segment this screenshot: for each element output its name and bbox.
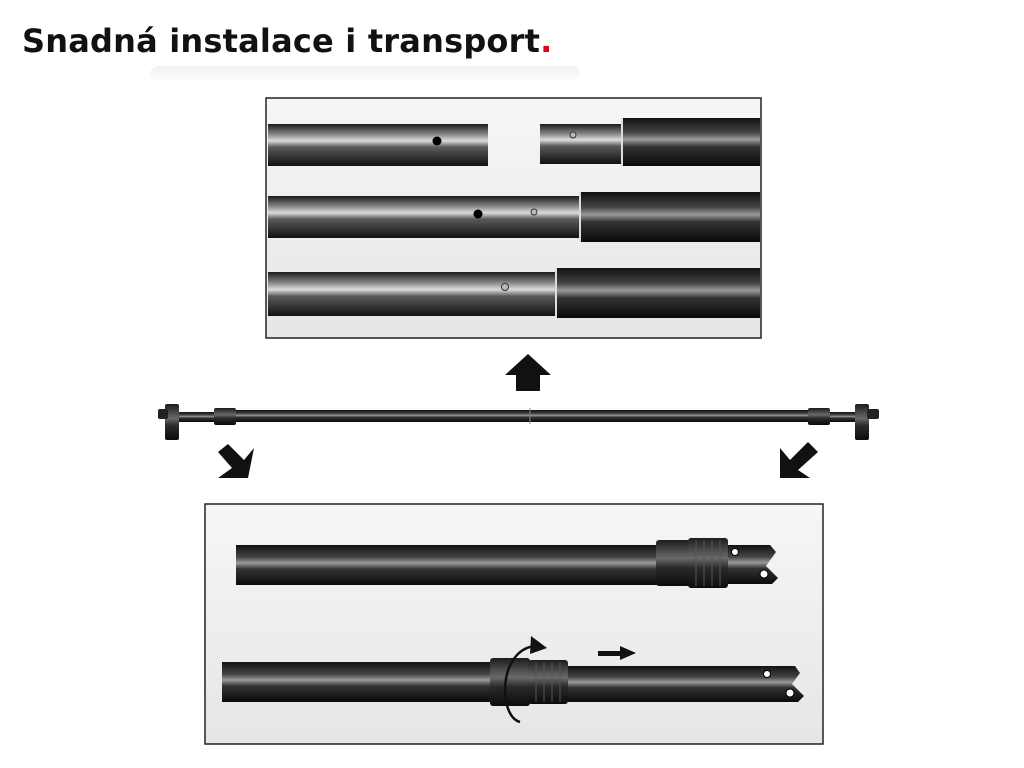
arrow-down-left-icon	[780, 442, 818, 478]
telescopic-rod-1	[236, 538, 778, 588]
rotate-icon	[503, 636, 547, 724]
bottom-panel	[204, 503, 824, 745]
pin-hole	[432, 136, 442, 146]
crossbar-rod	[158, 404, 879, 440]
tube-row-1	[268, 118, 760, 166]
arrow-down-right-icon	[218, 444, 254, 478]
pin-button	[501, 283, 509, 291]
arrow-up-icon	[505, 354, 551, 391]
pin-button	[569, 131, 577, 139]
pin-hole	[473, 209, 483, 219]
tube-row-2	[268, 192, 760, 242]
telescopic-rod-2	[222, 636, 804, 724]
title-text: Snadná instalace i transport	[22, 22, 541, 60]
pin-button	[530, 208, 538, 216]
top-panel	[265, 97, 762, 339]
arrow-right-icon	[598, 646, 636, 660]
page-title: Snadná instalace i transport.	[22, 22, 552, 60]
title-underline-shadow	[150, 66, 580, 82]
tube-row-3	[268, 268, 760, 318]
title-accent-dot: .	[540, 22, 553, 60]
